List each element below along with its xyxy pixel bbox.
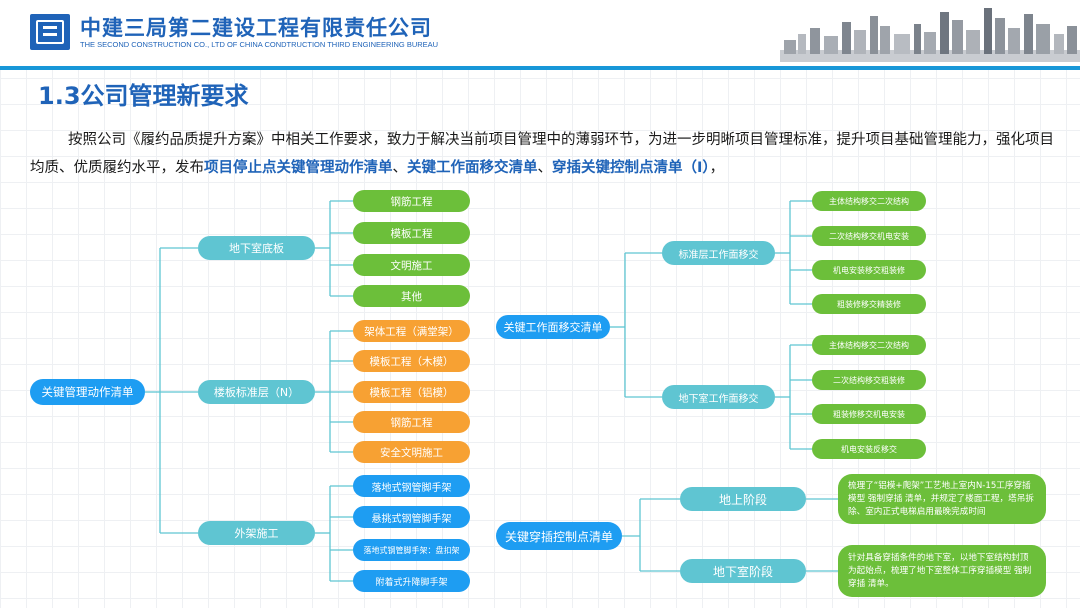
note-basement: 针对具备穿插条件的地下室，以地下室结构封顶为起始点，梳理了地下室整体工序穿插模型… [838, 545, 1046, 597]
company-logo [30, 14, 70, 50]
leaf-floor-scaffold[interactable]: 落地式钢管脚手架 [353, 475, 470, 497]
branch-scaffold[interactable]: 外架施工 [198, 521, 315, 545]
leaf-disk-buckle-scaffold[interactable]: 落地式钢管脚手架：盘扣架 [353, 539, 470, 561]
leaf-formwork[interactable]: 模板工程 [353, 222, 470, 244]
leaf-basement-structure-to-secondary[interactable]: 主体结构移交二次结构 [812, 335, 926, 355]
header-bar: 中建三局第二建设工程有限责任公司 THE SECOND CONSTRUCTION… [0, 0, 1080, 66]
leaf-structure-to-secondary[interactable]: 主体结构移交二次结构 [812, 191, 926, 211]
city-skyline-image [780, 8, 1080, 62]
leaf-basement-secondary-to-rough[interactable]: 二次结构移交粗装修 [812, 370, 926, 390]
logo-bar [43, 26, 57, 29]
leaf-civilized-construction[interactable]: 文明施工 [353, 254, 470, 276]
leaf-climbing-scaffold[interactable]: 附着式升降脚手架 [353, 570, 470, 592]
leaf-secondary-to-mep[interactable]: 二次结构移交机电安装 [812, 226, 926, 246]
company-name-cn: 中建三局第二建设工程有限责任公司 [80, 16, 432, 40]
separator: 、 [537, 160, 553, 176]
leaf-rebar-floor[interactable]: 钢筋工程 [353, 411, 470, 433]
logo-bar [43, 33, 57, 36]
insert-list-root[interactable]: 关键穿插控制点清单 [496, 522, 622, 550]
leaf-frame-works[interactable]: 架体工程（满堂架） [353, 320, 470, 342]
page-title: 1.3公司管理新要求 [38, 82, 249, 110]
leaf-rough-to-fine[interactable]: 粗装修移交精装修 [812, 294, 926, 314]
paragraph-end: ， [709, 160, 725, 176]
leaf-mep-to-rough[interactable]: 机电安装移交粗装修 [812, 260, 926, 280]
header-divider [0, 66, 1080, 70]
leaf-wood-formwork[interactable]: 模板工程（木模） [353, 350, 470, 372]
leaf-basement-rough-to-mep[interactable]: 粗装修移交机电安装 [812, 404, 926, 424]
separator: 、 [392, 160, 408, 176]
action-list-root[interactable]: 关键管理动作清单 [30, 379, 145, 405]
leaf-aluminum-formwork[interactable]: 模板工程（铝模） [353, 381, 470, 403]
intro-text: 按照公司《履约品质提升方案》中相关工作要求，致力于解决当前项目管理中的薄弱环节，… [30, 132, 1054, 176]
branch-basement-handover[interactable]: 地下室工作面移交 [662, 385, 775, 409]
company-name-en: THE SECOND CONSTRUCTION CO., LTD OF CHIN… [80, 40, 439, 49]
leaf-rebar[interactable]: 钢筋工程 [353, 190, 470, 212]
intro-paragraph: 按照公司《履约品质提升方案》中相关工作要求，致力于解决当前项目管理中的薄弱环节，… [30, 126, 1060, 182]
leaf-other[interactable]: 其他 [353, 285, 470, 307]
branch-basement-stage[interactable]: 地下室阶段 [680, 559, 806, 583]
note-above-ground: 梳理了“铝模+爬架”工艺地上室内N-15工序穿插模型 强制穿插 清单，并规定了楼… [838, 474, 1046, 524]
logo-frame [36, 20, 64, 44]
leaf-safety-civilized[interactable]: 安全文明施工 [353, 441, 470, 463]
highlight-action-list: 项目停止点关键管理动作清单 [204, 160, 393, 176]
leaf-basement-mep-reverse[interactable]: 机电安装反移交 [812, 439, 926, 459]
branch-standard-floor[interactable]: 楼板标准层（N） [198, 380, 315, 404]
branch-standard-floor-handover[interactable]: 标准层工作面移交 [662, 241, 775, 265]
branch-above-ground[interactable]: 地上阶段 [680, 487, 806, 511]
branch-basement-slab[interactable]: 地下室底板 [198, 236, 315, 260]
leaf-cantilever-scaffold[interactable]: 悬挑式钢管脚手架 [353, 506, 470, 528]
highlight-handover-list: 关键工作面移交清单 [407, 160, 538, 176]
highlight-insert-list: 穿插关键控制点清单（Ⅰ） [552, 160, 710, 176]
handover-list-root[interactable]: 关键工作面移交清单 [496, 315, 610, 339]
